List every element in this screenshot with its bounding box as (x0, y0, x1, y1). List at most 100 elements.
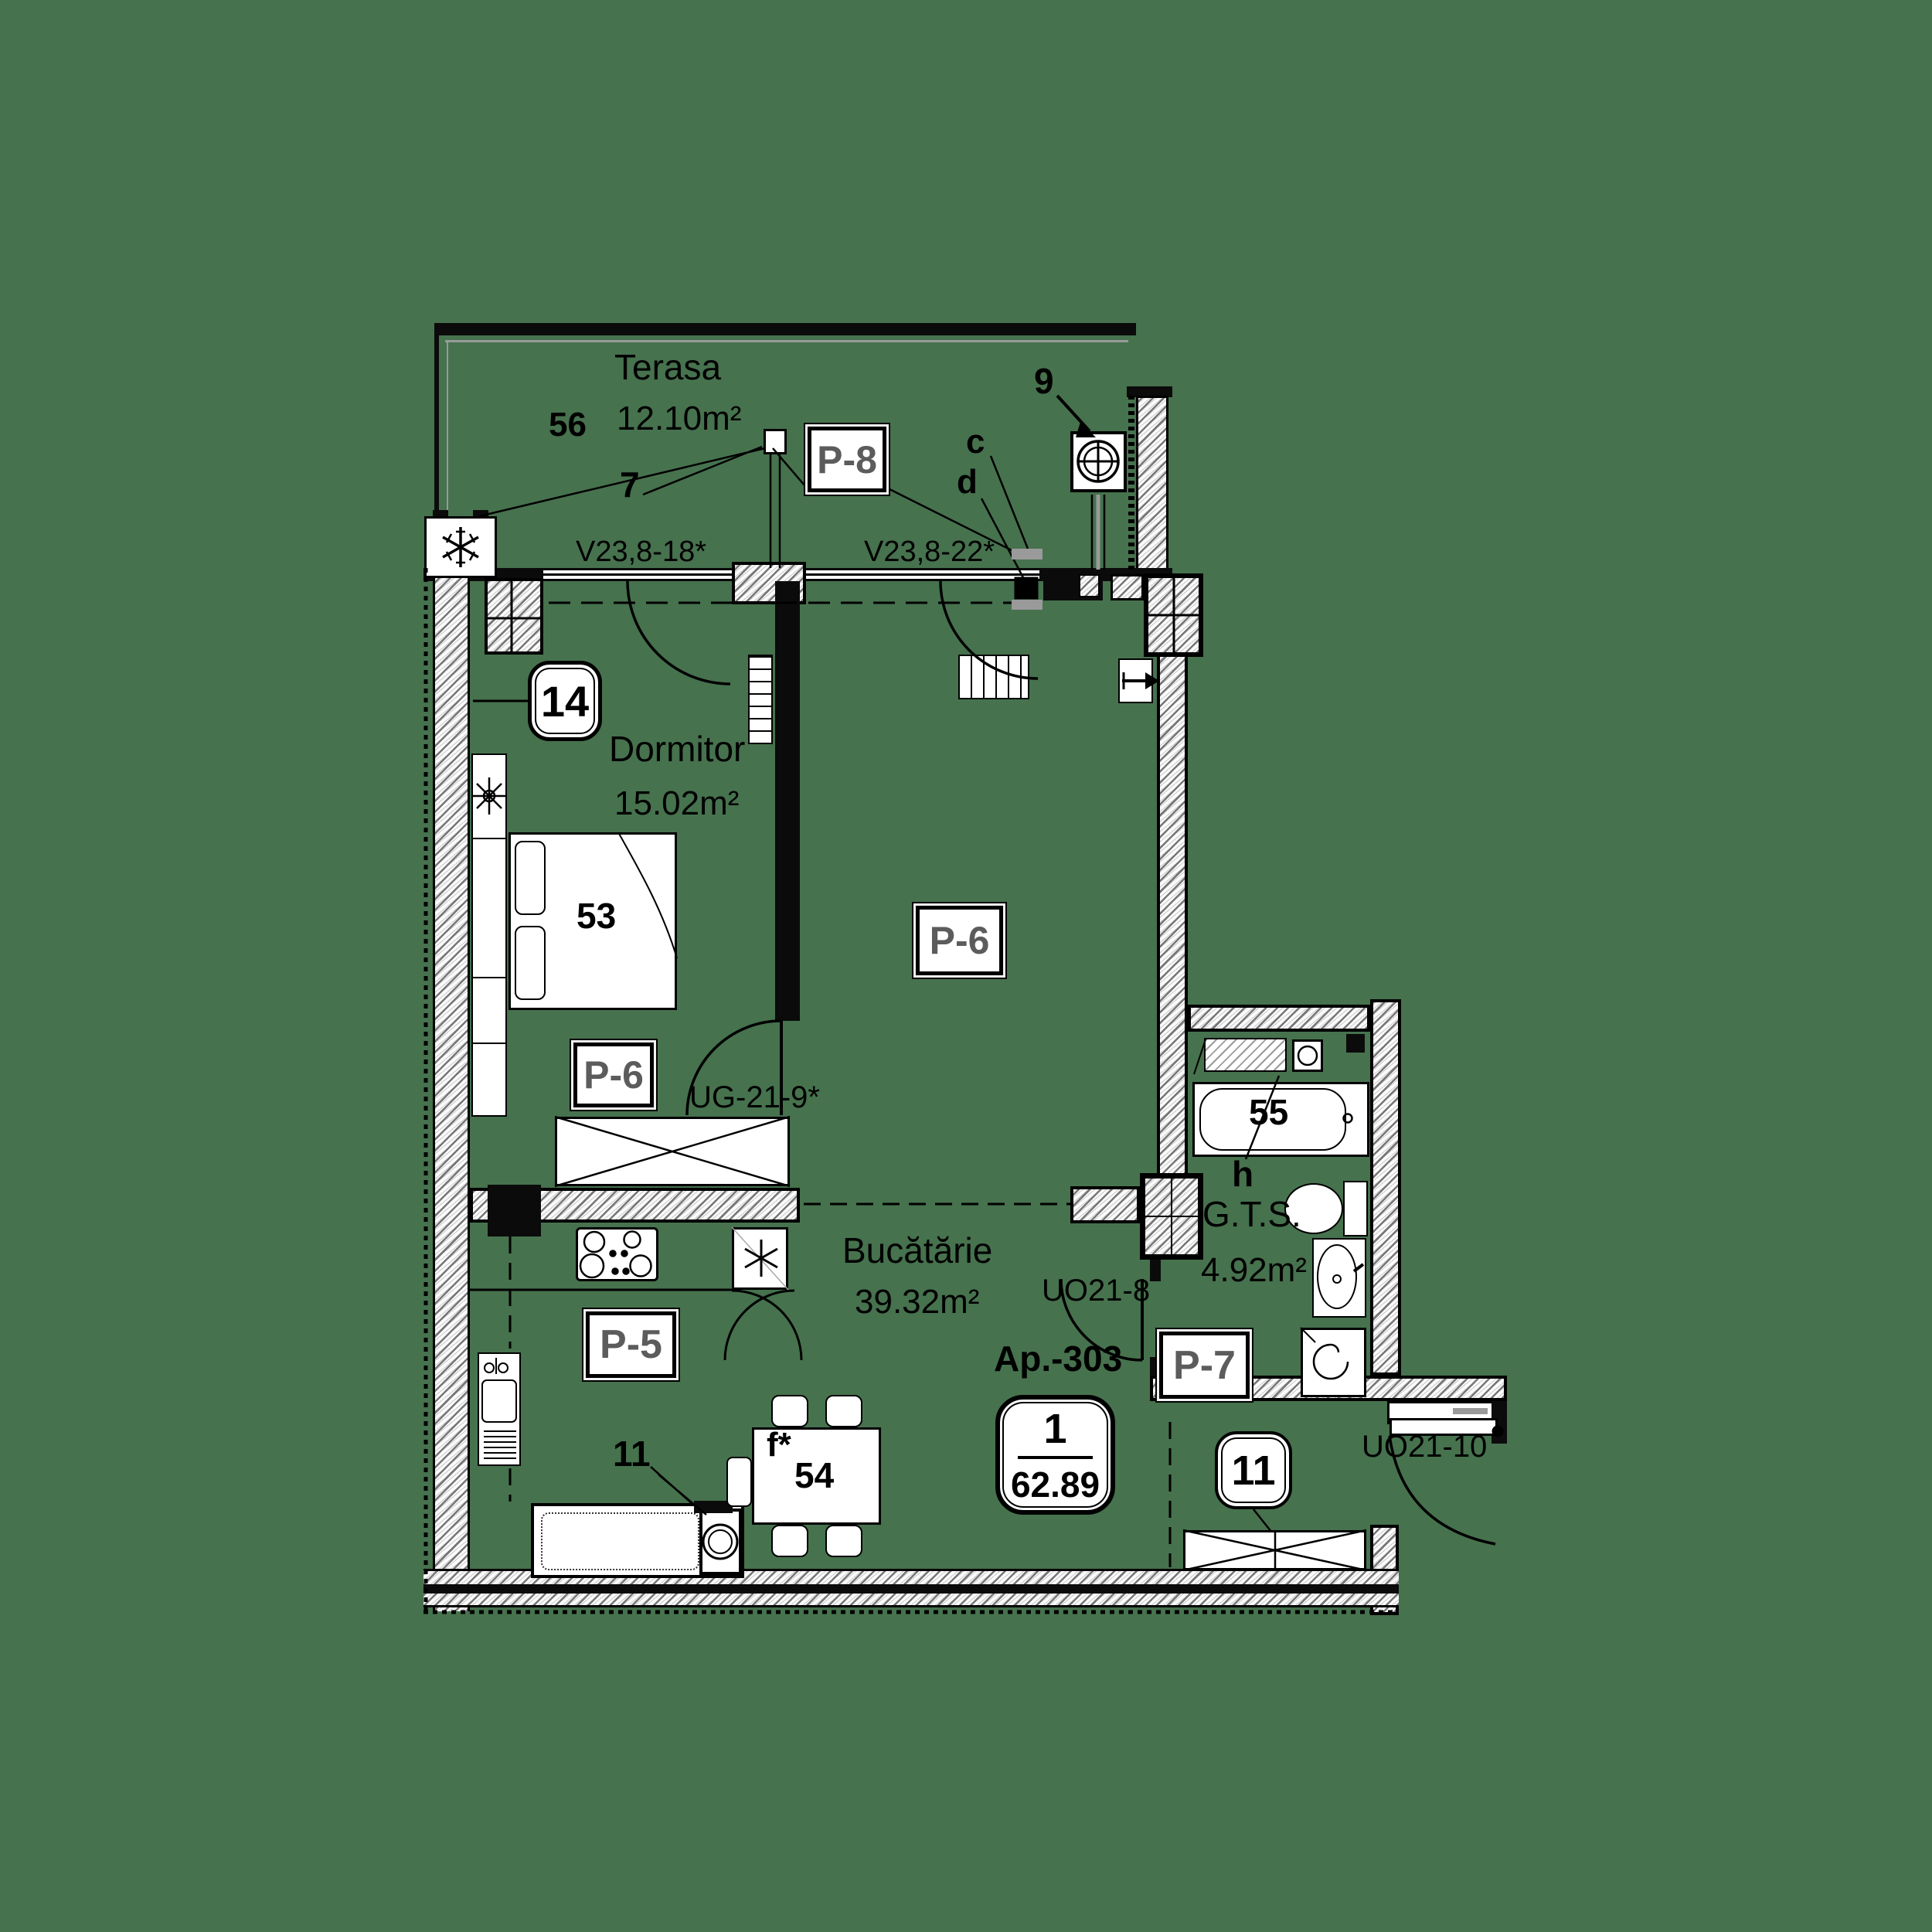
annotation-9: 9 (1034, 361, 1054, 401)
item-55: 55 (1249, 1092, 1289, 1132)
window-v23-8-18 (543, 569, 732, 580)
wardrobe-x (554, 1115, 791, 1188)
vent-grille-c (1012, 549, 1043, 560)
terrace-right-cap (1127, 386, 1172, 397)
bench-fan-circle (702, 1523, 739, 1560)
chair-side (726, 1457, 752, 1507)
door-arc-uo218 (1060, 1278, 1143, 1362)
partition-bedroom-living (775, 581, 800, 1021)
boiler-star-icon (744, 1240, 778, 1277)
finish-label-p6-bedroom: P-6 (573, 1043, 654, 1107)
wall-piece-top-right (1111, 574, 1144, 600)
item-53: 53 (577, 896, 617, 936)
bottom-wall-core (423, 1584, 1399, 1594)
leader-7 (642, 445, 763, 496)
stove-burners (579, 1230, 652, 1279)
annotation-d: d (957, 463, 978, 501)
plant-icon (472, 777, 506, 815)
ac-unit-tab (473, 510, 488, 516)
apartment-id: Ap.-303 (994, 1338, 1123, 1379)
bath-vanity (1204, 1038, 1287, 1072)
badge-14: 14 (528, 661, 602, 741)
finish-label-p6-living-text: P-6 (929, 919, 990, 962)
pole-lines (769, 454, 781, 568)
pillow (515, 841, 546, 915)
terrace-top-rail (445, 340, 1128, 342)
leader-9-arrow (1076, 422, 1096, 437)
fan-duct-lines (1090, 495, 1106, 570)
badge-11-entry-text: 11 (1231, 1447, 1276, 1494)
finish-label-p8: P-8 (808, 427, 886, 492)
finish-label-p7-text: P-7 (1173, 1342, 1236, 1388)
door-hinge-uo2110 (1492, 1425, 1504, 1437)
shelf-dividers (471, 838, 507, 1044)
kitchen-sink-detail (481, 1358, 517, 1459)
leader-c (989, 455, 1029, 549)
room-name-terasa: Terasa (614, 347, 722, 387)
finish-label-p6-bedroom-text: P-6 (583, 1053, 644, 1097)
window-bench-cushion (541, 1512, 699, 1570)
central-column-cross (1140, 1173, 1203, 1260)
chair (825, 1525, 862, 1557)
left-exterior-wall (433, 568, 470, 1611)
room-name-bucatarie: Bucătărie (842, 1230, 993, 1270)
bath-sink-drain (1332, 1274, 1342, 1284)
kitchen-double-swing (723, 1289, 803, 1361)
item-f-star: f* (767, 1426, 791, 1464)
opening-ug-21-9: UG-21-9* (689, 1080, 820, 1114)
leader-11-right (1253, 1509, 1272, 1532)
toilet-bowl (1284, 1183, 1343, 1234)
living-east-wall (1157, 657, 1188, 1175)
snowflake-icon (442, 527, 479, 567)
terrace-left-wall (434, 335, 439, 568)
annotation-7: 7 (620, 464, 640, 505)
leader-h (1244, 1075, 1281, 1160)
bath-sink-faucet (1352, 1263, 1365, 1273)
kitchen-wall-stub (1070, 1186, 1140, 1223)
finish-label-p5: P-5 (586, 1311, 676, 1378)
room-name-dormitor: Dormitor (609, 729, 746, 769)
annotation-c: c (966, 423, 985, 461)
bath-sink-basin (1317, 1244, 1357, 1309)
bedroom-radiator (748, 655, 773, 744)
room-area-dormitor: 15.02m² (614, 784, 740, 822)
fan-cross (1078, 441, 1118, 481)
apartment-area-badge: 1 62.89 (995, 1395, 1115, 1515)
badge-14-text: 14 (540, 676, 590, 726)
leader-11-left (650, 1466, 707, 1515)
window-v23-8-22 (806, 569, 1039, 580)
chair (825, 1395, 862, 1427)
column-top-left (485, 578, 543, 655)
vent-grille-lower (1012, 600, 1043, 610)
washer-corner-fold (1300, 1327, 1316, 1343)
toilet-tank (1343, 1181, 1368, 1236)
pillow (515, 926, 546, 1000)
vent-box-d (1014, 577, 1039, 600)
opening-uo21-10: UO21-10 (1362, 1430, 1488, 1464)
column-top-right-core (1079, 574, 1100, 597)
entry-threshold-mark (1453, 1408, 1488, 1414)
vanity-door-tick (1193, 1039, 1206, 1075)
room-name-gts: G.T.S. (1202, 1194, 1301, 1234)
vent-arrow-head (1145, 672, 1159, 689)
dining-table (752, 1427, 881, 1525)
unit-area: 62.89 (1010, 1464, 1100, 1505)
bath-east-wall (1370, 999, 1401, 1376)
item-11-kitchen: 11 (613, 1434, 651, 1474)
door-arc-ug219 (685, 1019, 782, 1116)
bath-top-wall (1188, 1005, 1370, 1032)
opening-v23-8-18: V23,8-18* (576, 536, 707, 568)
finish-label-p6-living: P-6 (916, 906, 1003, 975)
item-54: 54 (794, 1455, 835, 1495)
area-badge-divider (1017, 1455, 1094, 1459)
unit-number: 1 (1043, 1405, 1067, 1452)
finish-label-p7: P-7 (1159, 1332, 1250, 1399)
leader-p8-left (772, 447, 810, 492)
bed-blanket-fold (617, 832, 678, 959)
bench-connector (694, 1501, 733, 1513)
bath-wall-fitting (1346, 1034, 1365, 1053)
leader-p8-to-ac (478, 447, 766, 518)
opening-v23-8-22: V23,8-22* (864, 536, 995, 568)
bench-fan-unit (699, 1509, 742, 1575)
